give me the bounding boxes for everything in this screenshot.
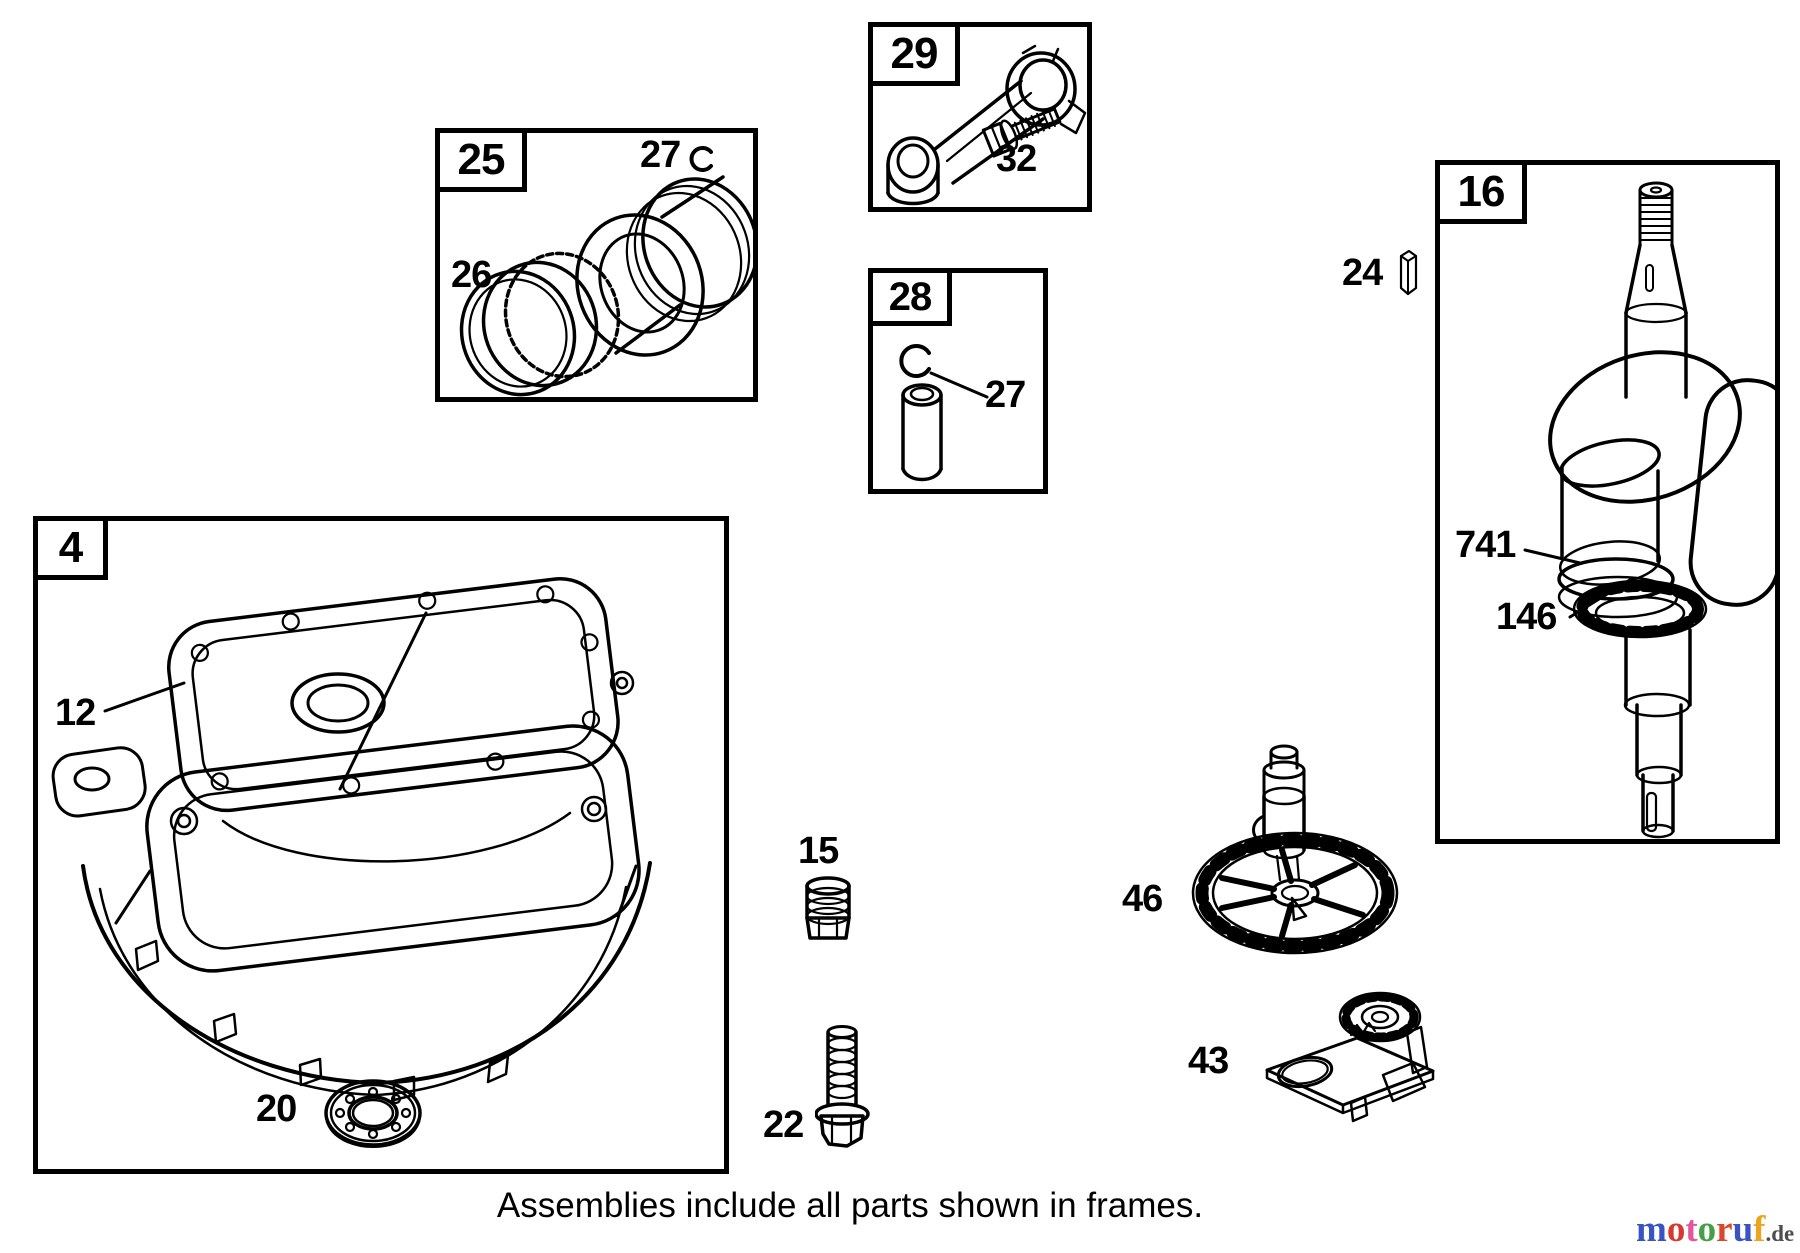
motoruf-logo[interactable]: motoruf.de xyxy=(1636,1208,1794,1251)
piston-pin-drawing xyxy=(899,344,989,482)
caption-text: Assemblies include all parts shown in fr… xyxy=(496,1186,1204,1225)
oil-drain-plug-drawing xyxy=(805,876,851,940)
piston-pin xyxy=(901,383,943,482)
frame-4-number-box: 4 xyxy=(33,516,108,580)
logo-letter: m xyxy=(1636,1209,1667,1250)
frame-25: 25 xyxy=(435,128,758,402)
label-12: 12 xyxy=(55,692,96,734)
logo-letter: o xyxy=(1697,1209,1717,1250)
frame-25-number-box: 25 xyxy=(435,128,527,192)
frame-29-number: 29 xyxy=(890,29,939,78)
frame-16-number-box: 16 xyxy=(1435,160,1527,224)
leader-line-741 xyxy=(1523,548,1582,565)
crankshaft xyxy=(1548,181,1775,839)
camshaft xyxy=(1252,744,1306,882)
logo-letter: u xyxy=(1732,1209,1754,1250)
label-26: 26 xyxy=(451,254,492,296)
piston-rings-drawing xyxy=(459,251,621,397)
label-32: 32 xyxy=(996,138,1037,180)
frame-29: 29 xyxy=(868,22,1092,212)
logo-letter: o xyxy=(1666,1209,1686,1250)
label-27-pin: 27 xyxy=(985,374,1026,416)
timing-gear xyxy=(1572,579,1708,639)
frame-4: 4 xyxy=(33,516,729,1174)
piston-drawing xyxy=(575,175,753,357)
rod-bolt-drawing xyxy=(981,107,1062,158)
label-46: 46 xyxy=(1122,878,1163,920)
frame-28-number: 28 xyxy=(888,274,932,319)
connecting-rod-drawing xyxy=(886,44,1087,206)
label-20: 20 xyxy=(256,1088,297,1130)
label-15: 15 xyxy=(798,830,839,872)
frame-16: 16 xyxy=(1435,160,1780,844)
governor-assembly-drawing xyxy=(1265,991,1435,1123)
frame-4-number: 4 xyxy=(58,523,84,572)
frame-29-number-box: 29 xyxy=(868,22,960,86)
frame-28: 28 xyxy=(868,268,1048,494)
camshaft-gear-drawing xyxy=(1191,744,1399,955)
sump-body xyxy=(51,611,652,1102)
label-146: 146 xyxy=(1496,596,1557,638)
retaining-ring-icon xyxy=(899,344,931,378)
frame-16-number: 16 xyxy=(1457,167,1506,216)
governor-bracket xyxy=(1265,1025,1435,1123)
governor-gear xyxy=(1338,991,1422,1043)
logo-letter: t xyxy=(1685,1209,1698,1250)
frame-28-number-box: 28 xyxy=(868,268,952,326)
label-27-piston: 27 xyxy=(640,134,681,176)
oil-seal-drawing xyxy=(324,1079,422,1148)
label-22: 22 xyxy=(763,1104,804,1146)
label-43: 43 xyxy=(1188,1040,1229,1082)
logo-letter: r xyxy=(1716,1209,1733,1250)
sump-bolt-drawing xyxy=(815,1025,870,1148)
sump-gasket-drawing xyxy=(166,576,620,813)
label-741: 741 xyxy=(1455,524,1516,566)
label-24: 24 xyxy=(1342,252,1383,294)
frame-25-number: 25 xyxy=(457,135,506,184)
logo-letter: f xyxy=(1753,1209,1766,1250)
piston-and-rings-drawing xyxy=(459,146,753,397)
leader-line-27 xyxy=(929,371,989,399)
logo-suffix: .de xyxy=(1765,1221,1795,1246)
retaining-ring-icon xyxy=(689,146,713,172)
gear-wheel xyxy=(1191,831,1399,955)
crankshaft-key-drawing xyxy=(1399,249,1418,296)
crankshaft-drawing xyxy=(1523,181,1775,839)
leader-line-146 xyxy=(1568,576,1635,619)
crankcase-sump-drawing xyxy=(51,576,652,1148)
